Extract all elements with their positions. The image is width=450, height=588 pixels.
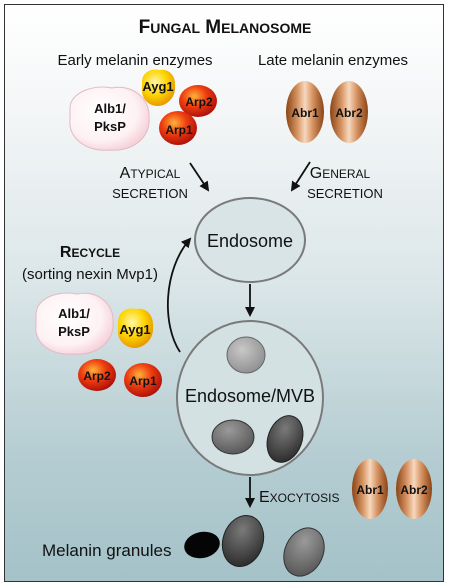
arp2-recycled: Arp2: [78, 359, 116, 391]
mvb-label: Endosome/MVB: [185, 386, 315, 406]
atypical-secretion-arrow: [189, 162, 210, 192]
svg-text:PksP: PksP: [58, 324, 90, 339]
atypical-secretion-label-line2: SECRETION: [112, 186, 188, 201]
melanin-granule-black: [184, 531, 220, 559]
recycle-sublabel: (sorting nexin Mvp1): [22, 266, 158, 283]
general-secretion-arrow: [290, 161, 311, 192]
svg-text:Alb1/: Alb1/: [94, 101, 126, 116]
mvb-granule-dark: [266, 415, 304, 463]
late-enzymes-heading: Late melanin enzymes: [258, 52, 408, 69]
arp1-recycled: Arp1: [124, 363, 162, 397]
early-enzymes-heading: Early melanin enzymes: [57, 52, 212, 69]
recycle-arrow: [167, 237, 192, 353]
melanin-granule-mid: [283, 527, 325, 577]
diagram-title: FUNGAL MELANOSOME: [139, 17, 312, 38]
svg-text:Abr2: Abr2: [335, 106, 363, 120]
mvb-granule-mid: [211, 419, 255, 455]
svg-text:PksP: PksP: [94, 119, 126, 134]
abr1-enzyme: Abr1: [286, 81, 324, 143]
abr1-exocytosed: Abr1: [352, 459, 388, 519]
exocytosis-label: EXOCYTOSIS: [259, 489, 339, 506]
atypical-secretion-label: ATYPICAL: [120, 165, 181, 182]
endosome: Endosome: [194, 197, 306, 283]
svg-text:Arp2: Arp2: [185, 95, 213, 109]
svg-text:Abr1: Abr1: [291, 106, 319, 120]
endosome-label: Endosome: [207, 231, 293, 251]
general-secretion-label: GENERAL: [310, 165, 371, 182]
mvb-granule-light: [226, 336, 266, 374]
abr2-exocytosed: Abr2: [396, 459, 432, 519]
alb1-pksp-recycled: Alb1/ PksP: [35, 292, 114, 355]
melanin-granules-label: Melanin granules: [42, 541, 171, 560]
svg-text:Abr1: Abr1: [356, 483, 384, 497]
general-secretion-label-line2: SECRETION: [307, 186, 383, 201]
abr2-enzyme: Abr2: [330, 81, 368, 143]
endosome-mvb: Endosome/MVB: [176, 320, 324, 476]
svg-text:Alb1/: Alb1/: [58, 306, 90, 321]
svg-text:Ayg1: Ayg1: [142, 79, 173, 94]
svg-text:Arp1: Arp1: [165, 123, 193, 137]
alb1-pksp-enzyme: Alb1/ PksP: [69, 86, 150, 151]
svg-text:Arp2: Arp2: [83, 369, 111, 383]
ayg1-enzyme: Ayg1: [141, 69, 176, 106]
svg-text:Ayg1: Ayg1: [119, 322, 150, 337]
ayg1-recycled: Ayg1: [117, 308, 154, 348]
arp2-enzyme: Arp2: [179, 85, 217, 117]
arp1-enzyme: Arp1: [159, 111, 197, 145]
recycle-label: RECYCLE: [60, 244, 120, 261]
svg-text:Arp1: Arp1: [129, 374, 157, 388]
svg-text:Abr2: Abr2: [400, 483, 428, 497]
melanin-granule-dark: [221, 515, 265, 567]
